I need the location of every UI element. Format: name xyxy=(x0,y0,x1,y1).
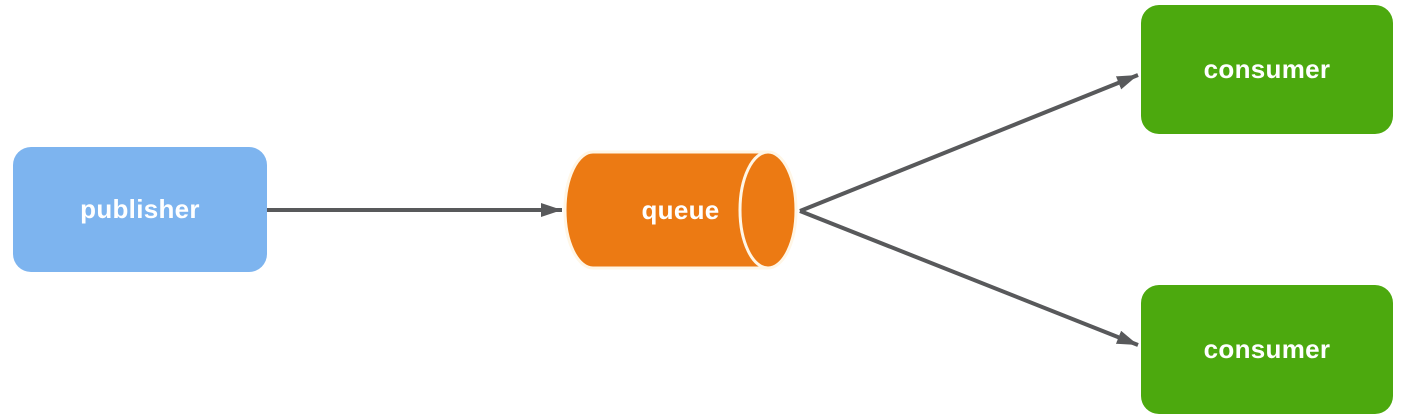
consumer-node-top: consumer xyxy=(1141,5,1393,134)
consumer-bottom-label: consumer xyxy=(1203,334,1331,364)
publisher-node: publisher xyxy=(13,147,267,272)
edge-queue-to-consumer-top xyxy=(799,73,1139,213)
queue-cylinder-cap-arc xyxy=(738,150,769,270)
consumer-top-label: consumer xyxy=(1203,54,1331,84)
queue-cylinder-shape xyxy=(563,150,798,270)
publisher-node-label: publisher xyxy=(80,194,200,224)
edge-queue-to-consumer-bottom xyxy=(799,209,1139,347)
consumer-node-bottom: consumer xyxy=(1141,285,1393,414)
queue-cylinder-body xyxy=(563,150,798,270)
